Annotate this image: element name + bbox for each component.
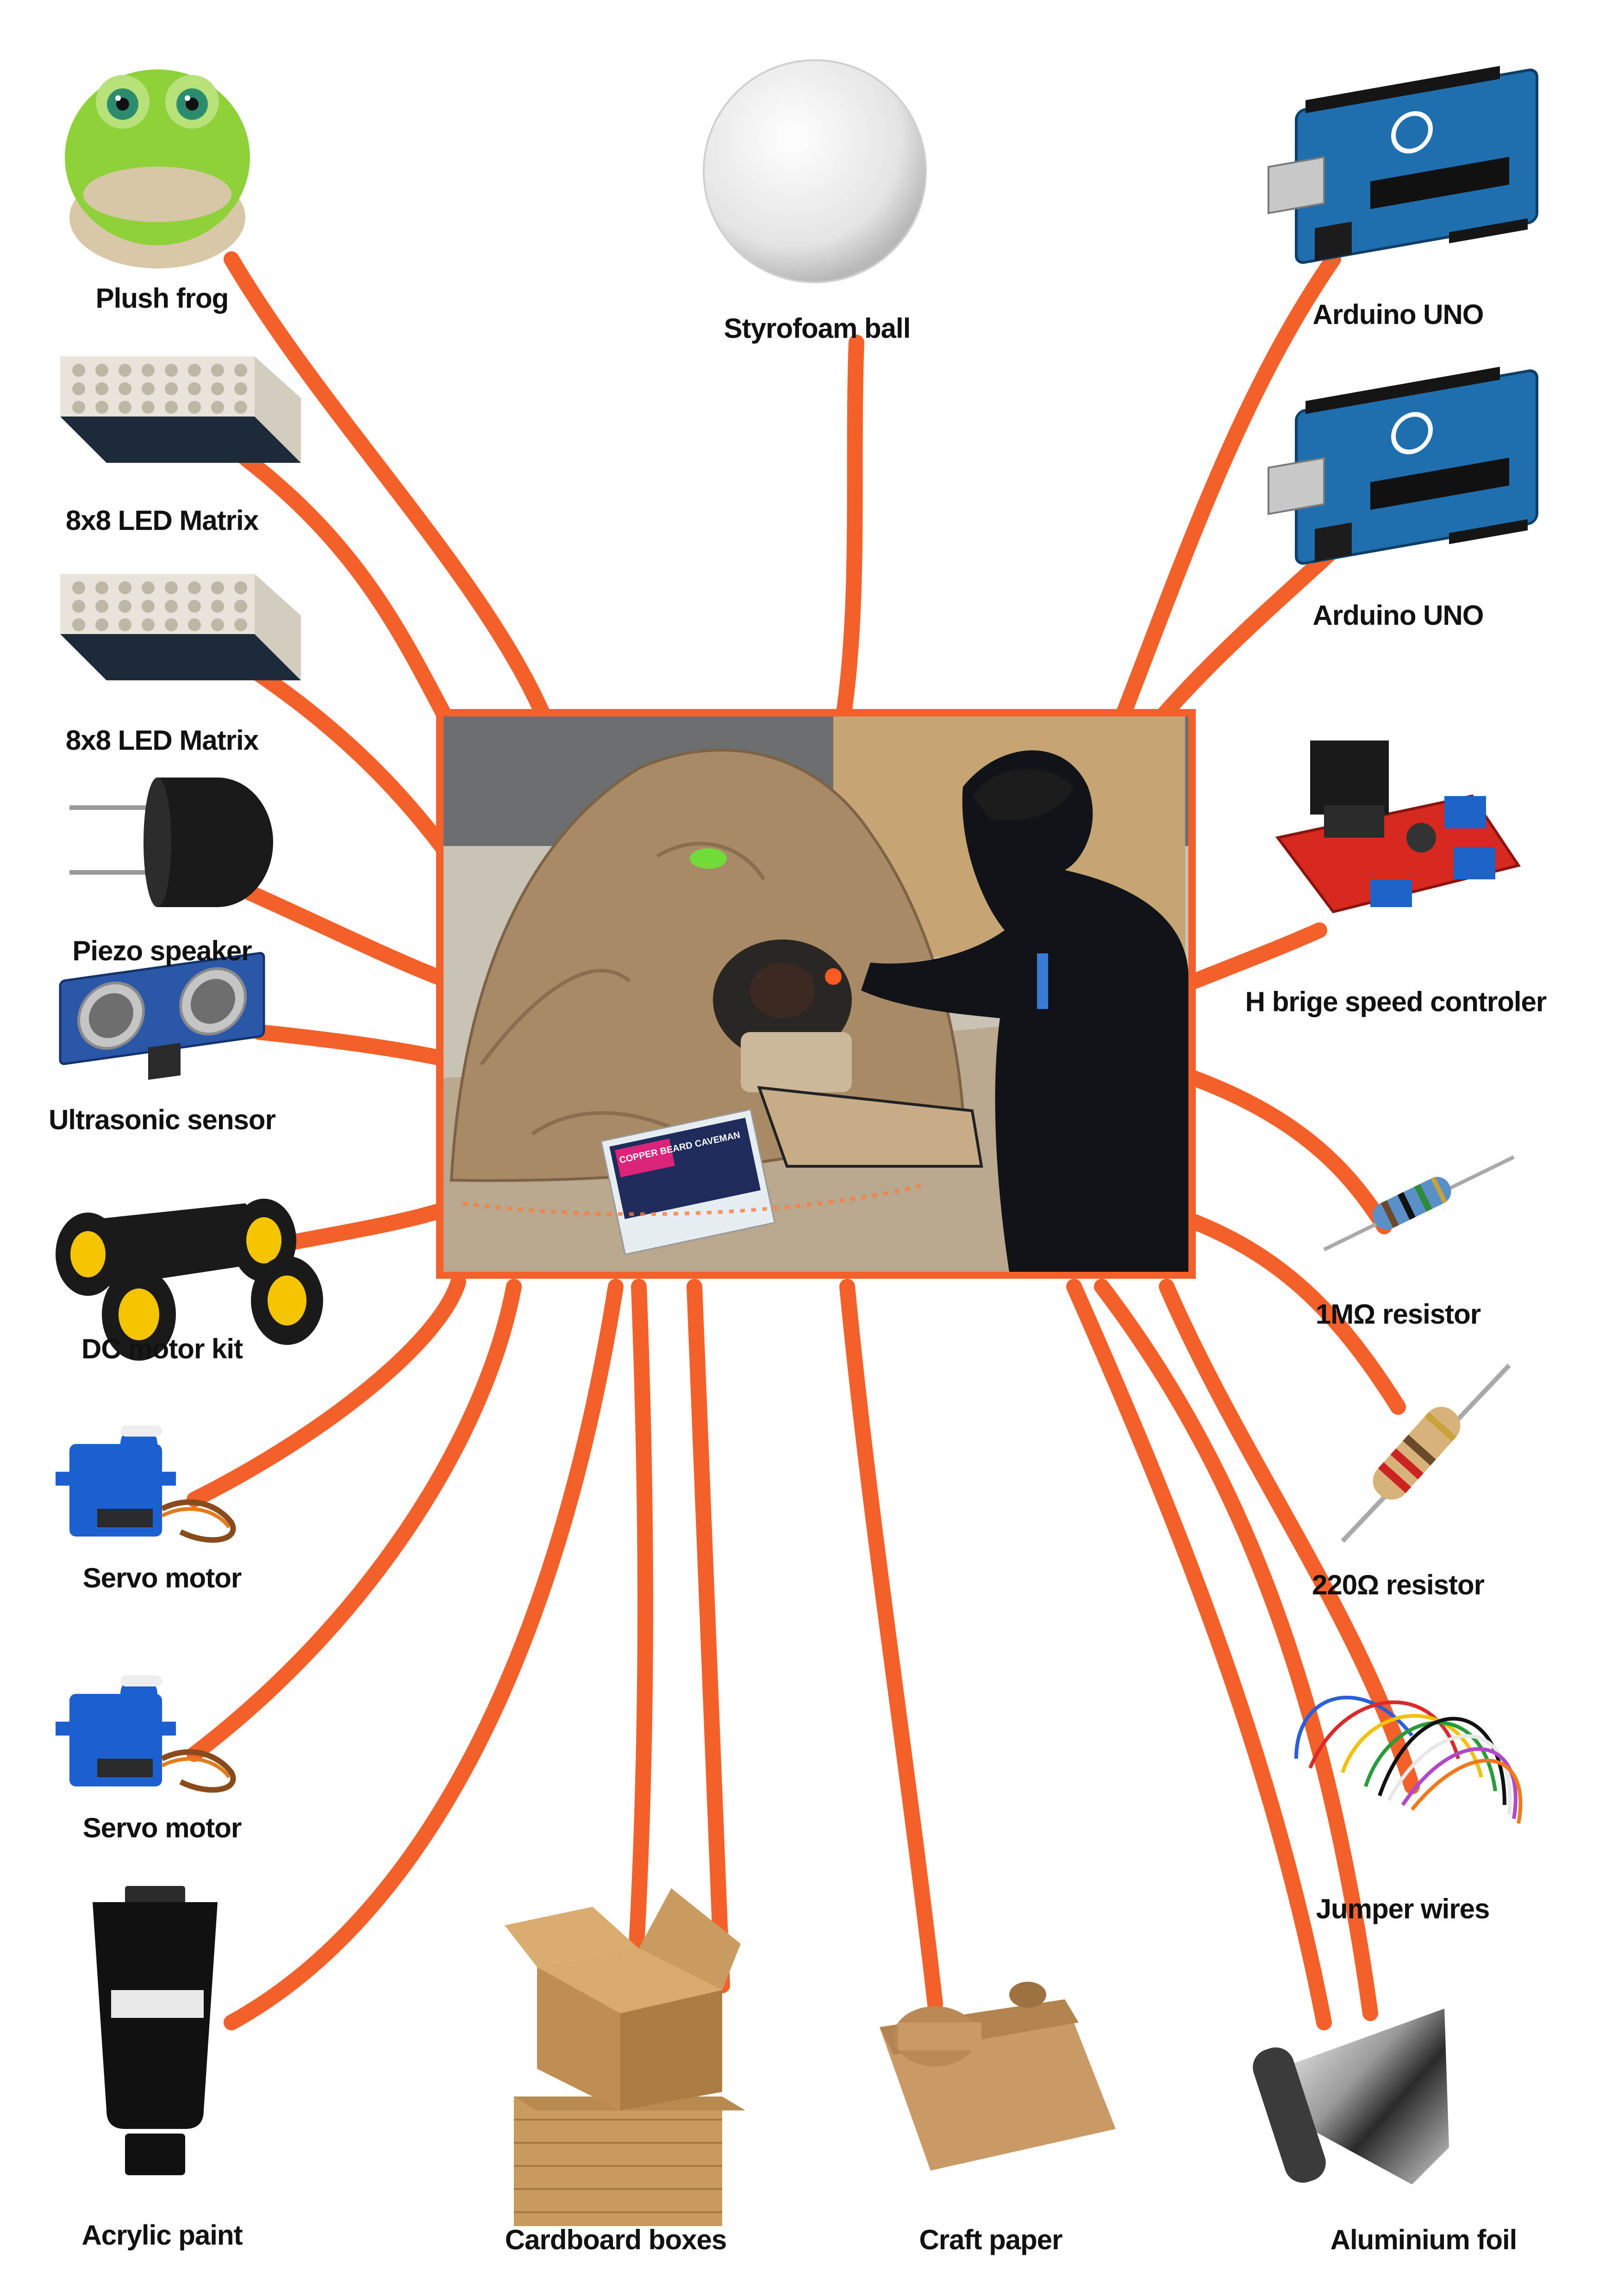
wire-ultrasonic [251, 1024, 457, 1068]
label-piezo-speaker: Piezo speaker [72, 935, 252, 966]
label-aluminium-foil: Aluminium foil [1330, 2224, 1517, 2255]
piezo-speaker-icon [69, 778, 273, 907]
photo-person [861, 750, 1188, 1272]
photo-caveman-head [750, 963, 815, 1018]
wire-220-resistor [1187, 1214, 1406, 1415]
photo-led-strip [462, 1183, 926, 1216]
h-bridge-icon [1275, 740, 1521, 914]
label-arduino-uno-1: Arduino UNO [1313, 299, 1484, 330]
led-matrix-icon [60, 356, 301, 463]
component-labels: Plush frog Styrofoam ball Arduino UNO Ar… [49, 283, 1547, 2255]
wire-h-bridge [1187, 922, 1327, 989]
label-led-matrix-2: 8x8 LED Matrix [66, 725, 259, 756]
label-led-matrix-1: 8x8 LED Matrix [66, 505, 259, 536]
wire-led-matrix-2 [233, 654, 457, 864]
connector-wires [187, 251, 1420, 2030]
photo-person-hair [972, 768, 1074, 821]
label-servo-motor-2: Servo motor [83, 1812, 242, 1843]
wire-cardboard-a [626, 1279, 653, 1993]
photo-hoodie-print [1037, 953, 1048, 1009]
label-220-resistor: 220Ω resistor [1312, 1569, 1485, 1600]
label-1m-resistor: 1MΩ resistor [1316, 1299, 1481, 1330]
label-acrylic-paint: Acrylic paint [81, 2220, 243, 2251]
photo-poster-banner [615, 1139, 675, 1177]
photo-green-frog [690, 848, 727, 869]
wire-cardboard-b [687, 1279, 730, 1993]
plush-frog-icon [65, 69, 250, 268]
label-cardboard-boxes: Cardboard boxes [505, 2224, 726, 2255]
photo-poster: COPPER BEARD CAVEMAN [600, 1108, 776, 1256]
wire-foil-b [1094, 1279, 1378, 2021]
wire-craft-paper [839, 1279, 943, 2012]
cardboard-boxes-icon [505, 1888, 745, 2226]
aluminium-foil-icon [1253, 2009, 1449, 2184]
resistor-220-icon [1341, 1363, 1511, 1543]
wire-styrofoam-ball [835, 335, 864, 730]
label-jumper-wires: Jumper wires [1316, 1893, 1490, 1924]
servo-motor-icon [56, 1675, 236, 1793]
label-arduino-uno-2: Arduino UNO [1313, 600, 1484, 631]
wire-acrylic [224, 1279, 624, 2030]
label-plush-frog: Plush frog [96, 283, 229, 314]
label-ultrasonic-sensor: Ultrasonic sensor [49, 1104, 275, 1135]
label-h-bridge: H brige speed controler [1245, 986, 1547, 1017]
photo-led-glow [825, 968, 842, 985]
photo-poster-panel [609, 1118, 761, 1219]
photo-cardboard-base [757, 1086, 983, 1168]
wire-piezo [233, 881, 457, 989]
resistor-1m-icon [1323, 1155, 1515, 1251]
wire-arduino-1 [1112, 251, 1341, 730]
photo-paper-creases [480, 841, 766, 1136]
wire-plush-frog [224, 251, 554, 730]
wire-foil-a [1066, 1279, 1332, 2030]
acrylic-paint-icon [93, 1886, 218, 2175]
ultrasonic-sensor-icon [59, 952, 265, 1080]
arduino-uno-icon [1268, 66, 1538, 264]
servo-motor-icon [56, 1425, 236, 1543]
label-dc-motor-kit: DC motor kit [81, 1333, 243, 1364]
styrofoam-ball-icon [703, 59, 927, 283]
label-styrofoam-ball: Styrofoam ball [724, 313, 911, 344]
craft-paper-icon [880, 1982, 1116, 2171]
wire-servo-1 [187, 1274, 466, 1507]
photo-caveman-box [741, 1032, 852, 1092]
wire-1m-resistor [1187, 1070, 1392, 1234]
arduino-uno-icon [1268, 367, 1538, 565]
wire-led-matrix-1 [237, 450, 471, 758]
central-photo: COPPER BEARD CAVEMAN [436, 709, 1196, 1279]
dc-motor-kit-icon [56, 1199, 323, 1361]
wire-arduino-2 [1149, 538, 1346, 730]
jumper-wires-icon [1294, 1696, 1523, 1824]
label-craft-paper: Craft paper [919, 2224, 1062, 2255]
wire-servo-2 [187, 1279, 522, 1762]
label-servo-motor-1: Servo motor [83, 1562, 242, 1593]
wire-dc-motor [270, 1200, 457, 1253]
led-matrix-icon [60, 574, 301, 680]
wire-jumper [1159, 1279, 1420, 1794]
